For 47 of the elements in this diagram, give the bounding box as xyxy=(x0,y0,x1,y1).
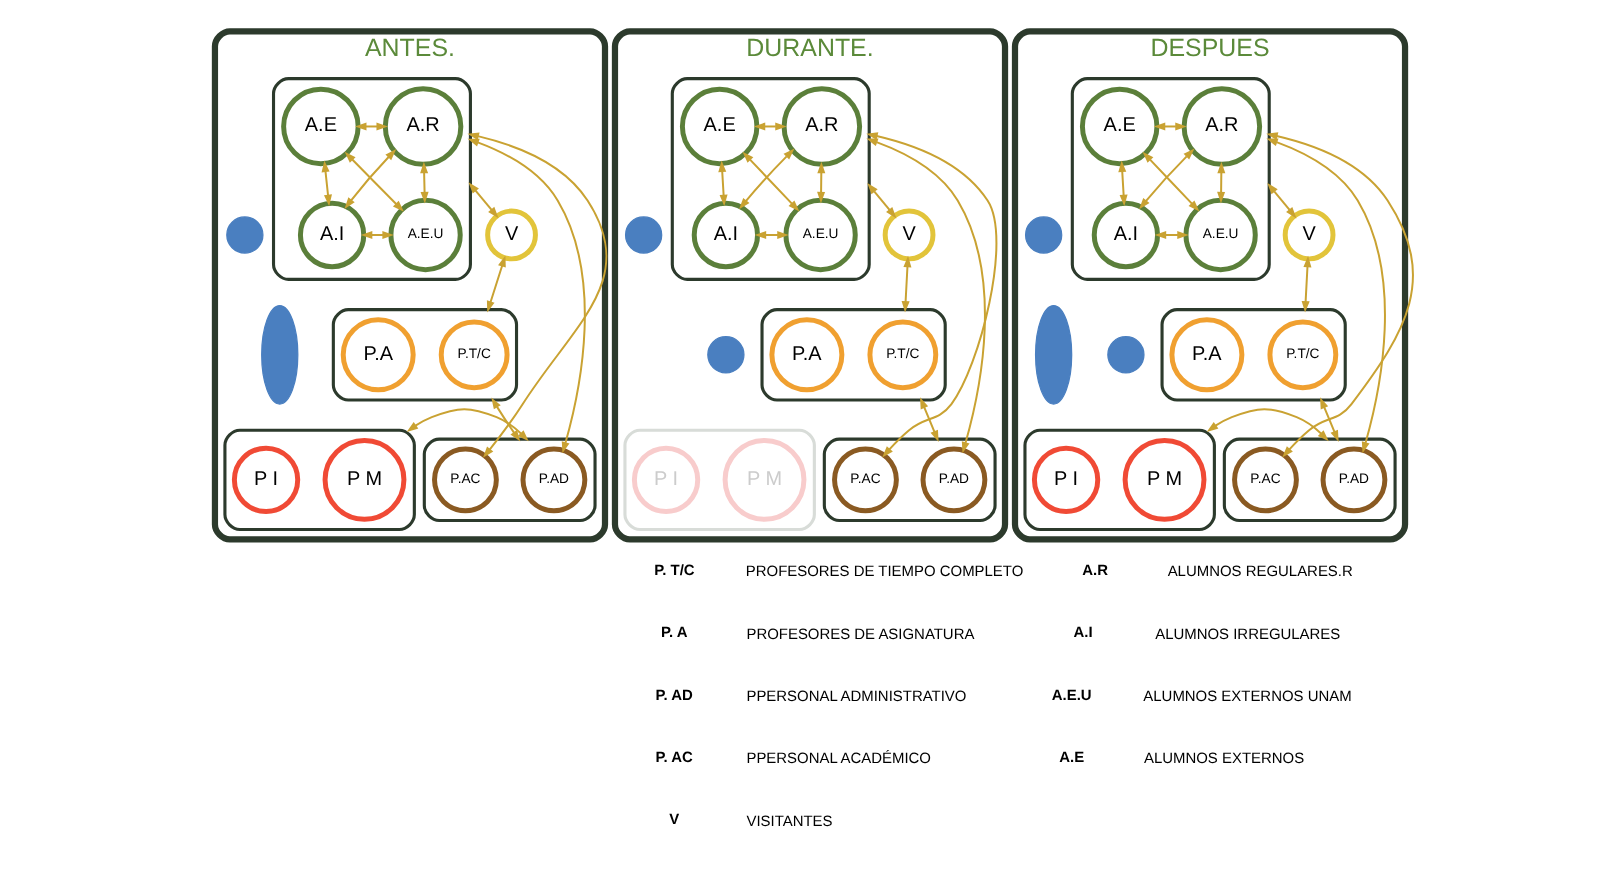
arrow xyxy=(919,397,938,442)
node-circle: A.I xyxy=(690,200,760,270)
arrow xyxy=(490,397,520,442)
cluster xyxy=(1159,308,1346,402)
node-circle xyxy=(706,336,744,374)
arrow xyxy=(1266,182,1296,219)
cluster xyxy=(330,308,518,402)
node-circle xyxy=(1023,216,1062,254)
arrow xyxy=(419,161,428,204)
arrow xyxy=(816,161,825,204)
arrow xyxy=(485,255,505,313)
node-ellipse xyxy=(260,304,298,405)
node-circle: P M xyxy=(1121,437,1206,522)
arrow xyxy=(1117,160,1127,207)
arrow xyxy=(866,182,896,219)
node-circle: P.A xyxy=(1168,317,1244,393)
arrow xyxy=(900,255,911,313)
arrow xyxy=(467,182,498,219)
node-ellipse xyxy=(1033,304,1072,405)
node-circle: P M xyxy=(321,437,406,522)
node-circle xyxy=(225,216,263,254)
cluster xyxy=(270,77,471,281)
node-circle xyxy=(623,216,662,254)
node-circle: P.A xyxy=(339,317,415,393)
cluster xyxy=(622,428,815,531)
arrow xyxy=(405,408,528,442)
arrow xyxy=(1216,161,1225,204)
cluster xyxy=(1022,428,1215,531)
arrow xyxy=(466,132,607,458)
node-circle: P I xyxy=(230,445,300,514)
cluster xyxy=(222,428,415,531)
arrow xyxy=(1265,138,1385,454)
arrow xyxy=(717,160,727,207)
node-circle: A.I xyxy=(1090,200,1160,270)
arrow xyxy=(1300,255,1311,313)
arrow xyxy=(1265,132,1413,458)
cluster xyxy=(1069,77,1270,281)
arrow xyxy=(1319,397,1338,442)
cluster xyxy=(669,77,870,281)
arrow xyxy=(466,138,585,454)
node-circle: P.A xyxy=(768,317,844,393)
arrow xyxy=(1205,408,1328,442)
cluster xyxy=(759,308,946,402)
node-circle: P I xyxy=(1030,445,1100,514)
node-circle: A.I xyxy=(296,200,366,270)
arrow xyxy=(320,160,331,207)
node-circle xyxy=(1106,336,1144,374)
